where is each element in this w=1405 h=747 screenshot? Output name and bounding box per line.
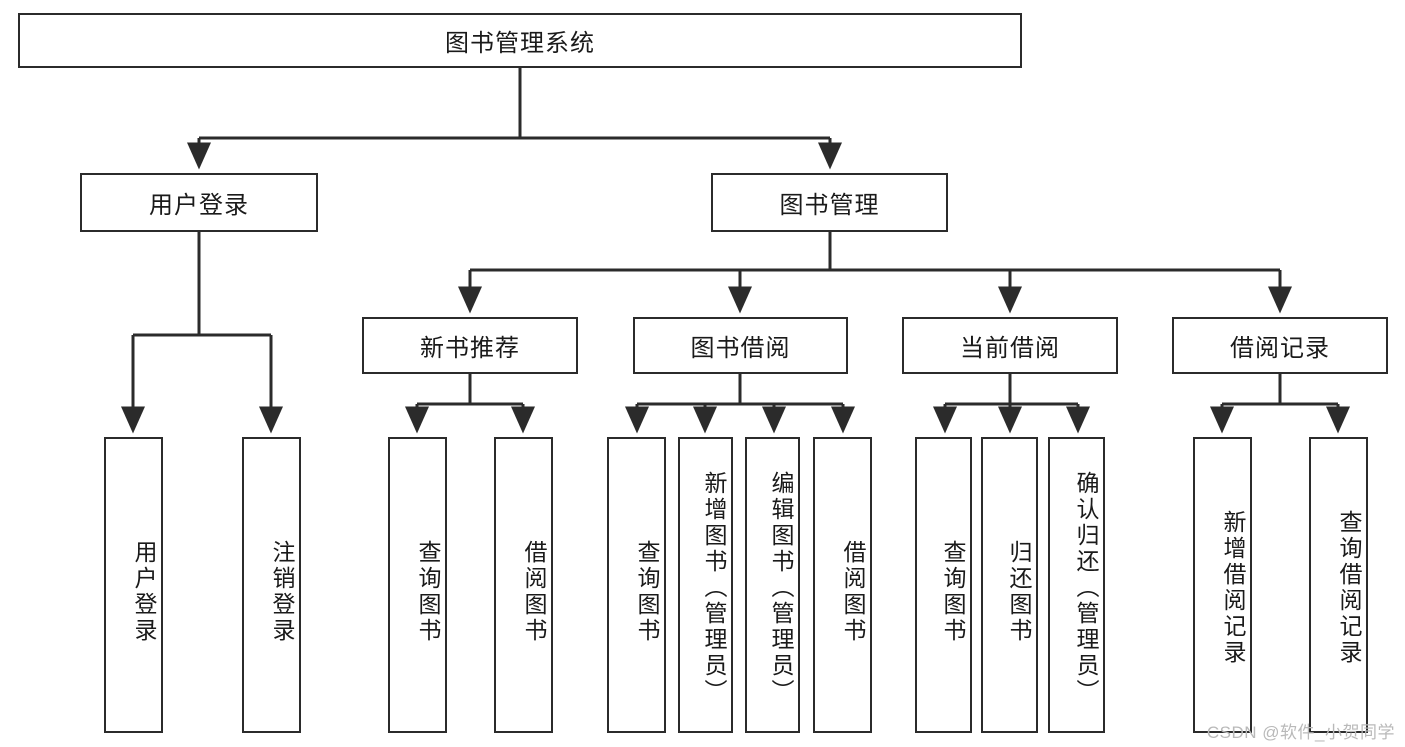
node-label: 借阅记录 <box>1230 335 1330 362</box>
node-user-login[interactable]: 用户登录 <box>80 173 318 232</box>
leaf-confirm-return-admin[interactable]: 确认归还（管理员） <box>1048 437 1105 733</box>
node-book-borrow[interactable]: 图书借阅 <box>633 317 848 374</box>
leaf-return-book[interactable]: 归还图书 <box>981 437 1038 733</box>
leaf-query-book-recommend[interactable]: 查询图书 <box>388 437 447 733</box>
leaf-query-borrow-record[interactable]: 查询借阅记录 <box>1309 437 1368 733</box>
leaf-borrow-book-recommend[interactable]: 借阅图书 <box>494 437 553 733</box>
node-root-system[interactable]: 图书管理系统 <box>18 13 1022 68</box>
node-label: 借阅图书 <box>840 540 866 644</box>
node-book-management[interactable]: 图书管理 <box>711 173 948 232</box>
node-label: 查询图书 <box>634 540 660 644</box>
node-label: 查询图书 <box>415 540 441 644</box>
leaf-query-book-borrow[interactable]: 查询图书 <box>607 437 666 733</box>
node-label: 新增借阅记录 <box>1220 510 1246 666</box>
node-label: 查询借阅记录 <box>1336 510 1362 666</box>
leaf-query-book-current[interactable]: 查询图书 <box>915 437 972 733</box>
leaf-add-borrow-record[interactable]: 新增借阅记录 <box>1193 437 1252 733</box>
node-label: 查询图书 <box>940 540 966 644</box>
node-label: 新增图书（管理员） <box>701 471 727 705</box>
leaf-edit-book-admin[interactable]: 编辑图书（管理员） <box>745 437 800 733</box>
node-label: 图书借阅 <box>690 335 791 362</box>
node-borrow-record[interactable]: 借阅记录 <box>1172 317 1388 374</box>
leaf-logout[interactable]: 注销登录 <box>242 437 301 733</box>
csdn-watermark: CSDN @软件_小贺同学 <box>1206 723 1395 742</box>
leaf-add-book-admin[interactable]: 新增图书（管理员） <box>678 437 733 733</box>
node-label: 当前借阅 <box>960 335 1060 362</box>
node-label: 图书管理 <box>779 192 880 219</box>
leaf-borrow-book[interactable]: 借阅图书 <box>813 437 872 733</box>
node-label: 注销登录 <box>269 540 295 644</box>
node-label: 借阅图书 <box>521 540 547 644</box>
node-label: 图书管理系统 <box>445 30 595 57</box>
node-new-book-recommend[interactable]: 新书推荐 <box>362 317 578 374</box>
node-label: 用户登录 <box>131 540 157 644</box>
node-label: 新书推荐 <box>420 335 520 362</box>
node-label: 编辑图书（管理员） <box>768 471 794 705</box>
node-label: 用户登录 <box>149 192 249 219</box>
node-current-borrow[interactable]: 当前借阅 <box>902 317 1118 374</box>
leaf-user-login[interactable]: 用户登录 <box>104 437 163 733</box>
node-label: 归还图书 <box>1006 540 1032 644</box>
node-label: 确认归还（管理员） <box>1073 471 1099 705</box>
